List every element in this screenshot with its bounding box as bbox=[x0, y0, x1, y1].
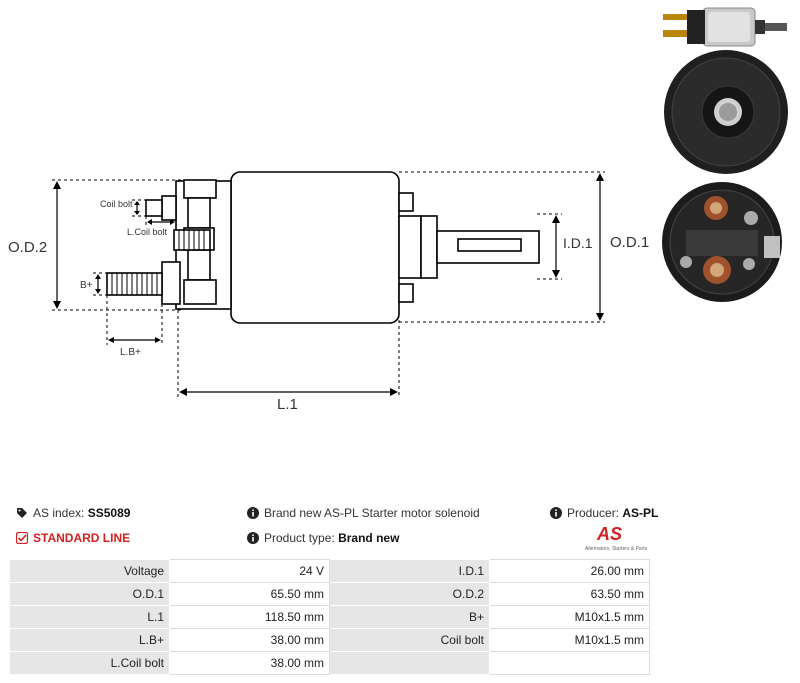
info-icon bbox=[247, 532, 259, 544]
l-coil-bolt-label: L.Coil bolt bbox=[127, 227, 168, 237]
id1-label: I.D.1 bbox=[563, 235, 593, 251]
spec-value: 38.00 mm bbox=[169, 651, 330, 675]
bplus-label: B+ bbox=[80, 280, 93, 291]
spec-label: Coil bolt bbox=[329, 628, 490, 652]
logo-tagline: Alternators, Starters & Parts bbox=[585, 546, 648, 552]
spec-label: L.1 bbox=[9, 605, 170, 629]
product-type-value: Brand new bbox=[338, 531, 400, 545]
spec-value: M10x1.5 mm bbox=[489, 628, 650, 652]
spec-label: L.B+ bbox=[9, 628, 170, 652]
solenoid-technical-drawing: O.D.2 O.D.1 I.D.1 L.1 Coil bolt L.Coil b… bbox=[8, 171, 649, 413]
table-row: O.D.1 65.50 mm O.D.2 63.50 mm bbox=[9, 582, 650, 606]
od2-label: O.D.2 bbox=[8, 239, 47, 256]
l1-label: L.1 bbox=[277, 396, 298, 413]
spec-label: B+ bbox=[329, 605, 490, 629]
product-photos bbox=[662, 7, 788, 302]
lbplus-label: L.B+ bbox=[120, 347, 141, 358]
logo-mark: AS bbox=[597, 524, 623, 544]
table-row: L.Coil bolt 38.00 mm bbox=[9, 651, 650, 675]
info-icon bbox=[550, 507, 562, 519]
tag-icon bbox=[17, 508, 27, 518]
spec-label: Voltage bbox=[9, 559, 170, 583]
spec-table: Voltage 24 V I.D.1 26.00 mm O.D.1 65.50 … bbox=[9, 559, 650, 675]
as-index-label: AS index: bbox=[33, 506, 85, 520]
coil-bolt-label: Coil bolt bbox=[100, 199, 133, 209]
spec-value: 63.50 mm bbox=[489, 582, 650, 606]
table-row: Voltage 24 V I.D.1 26.00 mm bbox=[9, 559, 650, 583]
standard-line: STANDARD LINE bbox=[16, 531, 130, 545]
check-square-icon bbox=[16, 532, 28, 544]
spec-label bbox=[329, 651, 490, 675]
od1-label: O.D.1 bbox=[610, 234, 649, 251]
as-index-value: SS5089 bbox=[87, 506, 131, 520]
spec-label: O.D.1 bbox=[9, 582, 170, 606]
as-pl-logo: AS Alternators, Starters & Parts bbox=[585, 524, 651, 554]
spec-value: 26.00 mm bbox=[489, 559, 650, 583]
solenoid-rear-photo bbox=[664, 50, 788, 174]
description-text: Brand new AS-PL Starter motor solenoid bbox=[264, 506, 480, 520]
solenoid-terminal-photo bbox=[662, 182, 782, 302]
spec-label: L.Coil bolt bbox=[9, 651, 170, 675]
table-row: L.1 118.50 mm B+ M10x1.5 mm bbox=[9, 605, 650, 629]
producer-label: Producer: bbox=[567, 506, 620, 520]
spec-value: M10x1.5 mm bbox=[489, 605, 650, 629]
spec-label: I.D.1 bbox=[329, 559, 490, 583]
spec-value: 65.50 mm bbox=[169, 582, 330, 606]
spec-value: 118.50 mm bbox=[169, 605, 330, 629]
spec-value bbox=[489, 651, 650, 675]
product-type: Product type: Brand new bbox=[247, 531, 399, 545]
product-type-label: Product type: bbox=[264, 531, 335, 545]
table-row: L.B+ 38.00 mm Coil bolt M10x1.5 mm bbox=[9, 628, 650, 652]
info-icon bbox=[247, 507, 259, 519]
producer: Producer: AS-PL bbox=[550, 506, 658, 520]
standard-line-label: STANDARD LINE bbox=[33, 531, 131, 545]
producer-value: AS-PL bbox=[622, 506, 659, 520]
description: Brand new AS-PL Starter motor solenoid bbox=[247, 506, 480, 520]
spec-value: 38.00 mm bbox=[169, 628, 330, 652]
spec-label: O.D.2 bbox=[329, 582, 490, 606]
solenoid-side-photo bbox=[663, 7, 787, 47]
as-index: AS index: SS5089 bbox=[16, 506, 130, 520]
spec-value: 24 V bbox=[169, 559, 330, 583]
